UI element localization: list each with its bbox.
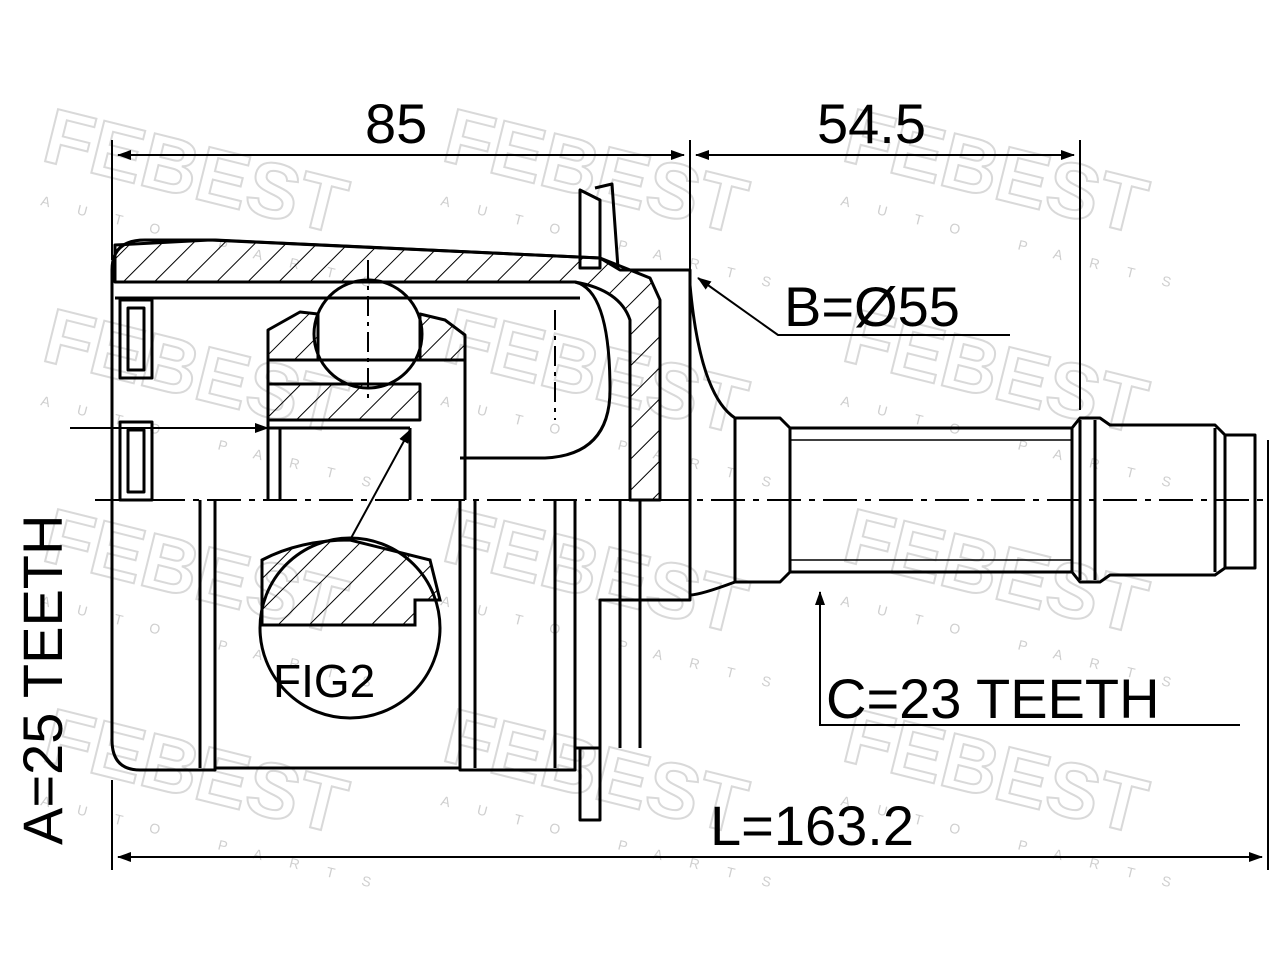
detail-label: FIG2: [273, 655, 375, 707]
cv-joint-outline: [95, 182, 1265, 822]
inner-race-curve: [460, 280, 612, 460]
dim-text-inner-teeth: A=25 TEETH: [11, 515, 74, 845]
dimension-lines: [70, 140, 1269, 870]
neck-upper: [688, 284, 737, 500]
watermark-brand-8: FEBEST: [436, 491, 756, 651]
output-shaft: [735, 416, 1257, 584]
inner-race-hatch: [266, 382, 422, 422]
dim-text-outer-teeth: C=23 TEETH: [826, 667, 1160, 730]
dim-text-diameter: B=Ø55: [784, 275, 960, 338]
watermark-brand-2: FEBEST: [436, 91, 756, 251]
watermark-layer: FEBEST FEBEST FEBEST FEBEST FEBEST FEBES…: [35, 90, 1200, 897]
watermark-brand-1: FEBEST: [36, 91, 356, 251]
circlip-lower: [118, 420, 154, 502]
dust-shield-top: [578, 188, 602, 270]
watermark-brand-5: FEBEST: [436, 291, 756, 451]
leader-outer-teeth: [815, 591, 1240, 726]
detail-leader: [349, 429, 411, 541]
dim-text-54-5: 54.5: [817, 92, 926, 155]
leader-diameter: [697, 277, 1010, 336]
fig2-detail: [258, 429, 442, 720]
circlip-upper: [118, 298, 154, 380]
dim-text-total-length: L=163.2: [710, 794, 914, 857]
dim-text-85: 85: [365, 92, 427, 155]
